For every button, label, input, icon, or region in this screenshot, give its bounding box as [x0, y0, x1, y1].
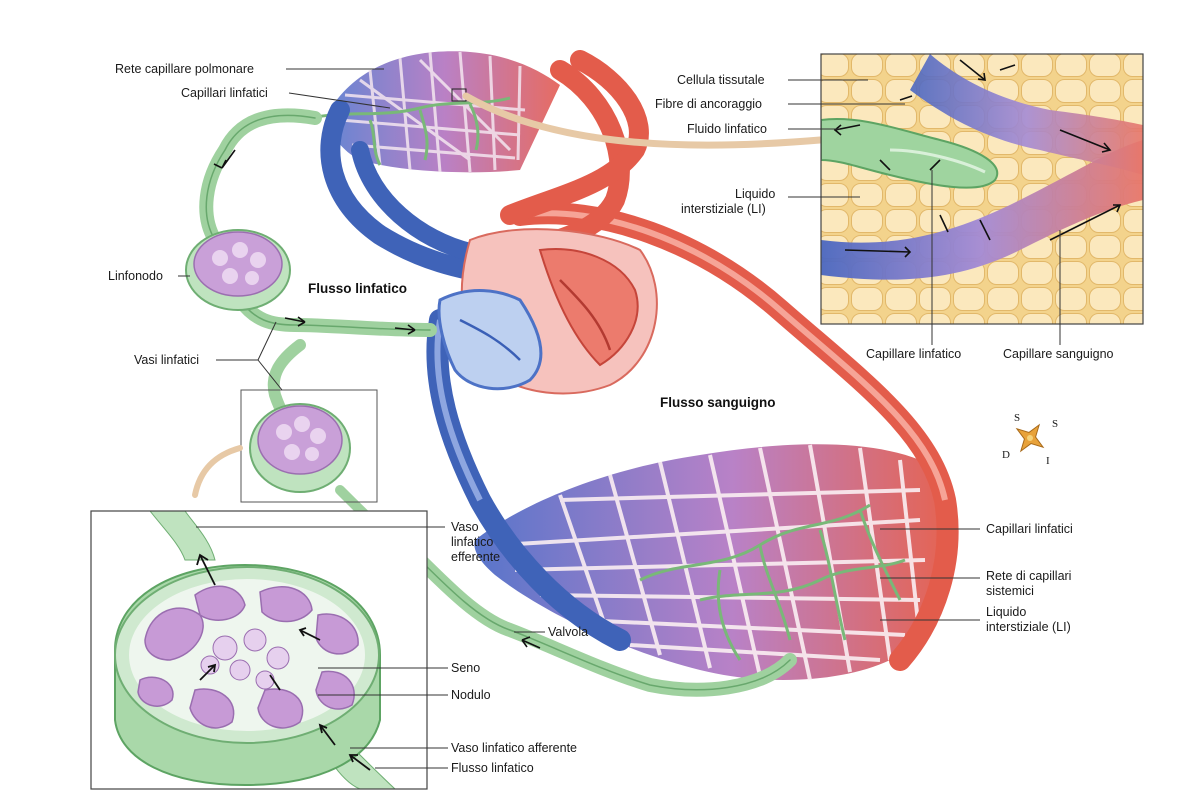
label-valvola: Valvola — [548, 625, 588, 639]
lymph-node-detail-inset — [91, 511, 427, 789]
label-liquido-interstiziale-inset-line1: Liquido — [735, 187, 775, 201]
label-flusso-linfatico-inset: Flusso linfatico — [451, 761, 534, 775]
capillary-detail-inset — [821, 54, 1143, 324]
label-vaso-efferente-line2: linfatico — [451, 535, 493, 549]
zoom-arrow-node — [195, 448, 240, 495]
label-flusso-linfatico-main: Flusso linfatico — [308, 281, 407, 296]
label-rete-capillari-sistemici-line2: sistemici — [986, 584, 1034, 598]
label-fluido-linfatico: Fluido linfatico — [687, 122, 767, 136]
label-seno: Seno — [451, 661, 480, 675]
label-liquido-li-right-line2: interstiziale (LI) — [986, 620, 1071, 634]
label-linfonodo: Linfonodo — [108, 269, 163, 283]
label-rete-capillari-sistemici-line1: Rete di capillari — [986, 569, 1071, 583]
label-cellula-tissutale: Cellula tissutale — [677, 73, 765, 87]
label-liquido-li-right-line1: Liquido — [986, 605, 1026, 619]
label-vaso-efferente-line3: efferente — [451, 550, 500, 564]
label-nodulo: Nodulo — [451, 688, 491, 702]
label-rete-capillare-polmonare: Rete capillare polmonare — [115, 62, 254, 76]
label-vaso-afferente: Vaso linfatico afferente — [451, 741, 577, 755]
compass-i: I — [1046, 455, 1050, 467]
heart — [439, 229, 657, 393]
lymph-node-main — [186, 230, 290, 310]
label-vasi-linfatici: Vasi linfatici — [134, 353, 199, 367]
label-flusso-sanguigno: Flusso sanguigno — [660, 395, 776, 410]
label-capillare-sanguigno: Capillare sanguigno — [1003, 347, 1114, 361]
label-capillari-linfatici-right: Capillari linfatici — [986, 522, 1073, 536]
label-capillari-linfatici-top: Capillari linfatici — [181, 86, 268, 100]
compass-s-upper-left: S — [1014, 412, 1020, 424]
label-vaso-efferente-line1: Vaso — [451, 520, 479, 534]
label-capillare-linfatico: Capillare linfatico — [866, 347, 961, 361]
label-fibre-di-ancoraggio: Fibre di ancoraggio — [655, 97, 762, 111]
compass-d: D — [1002, 449, 1010, 461]
label-liquido-interstiziale-inset-line2: interstiziale (LI) — [681, 202, 766, 216]
lymph-node-small — [250, 404, 350, 492]
compass-s-upper-right: S — [1052, 418, 1058, 430]
